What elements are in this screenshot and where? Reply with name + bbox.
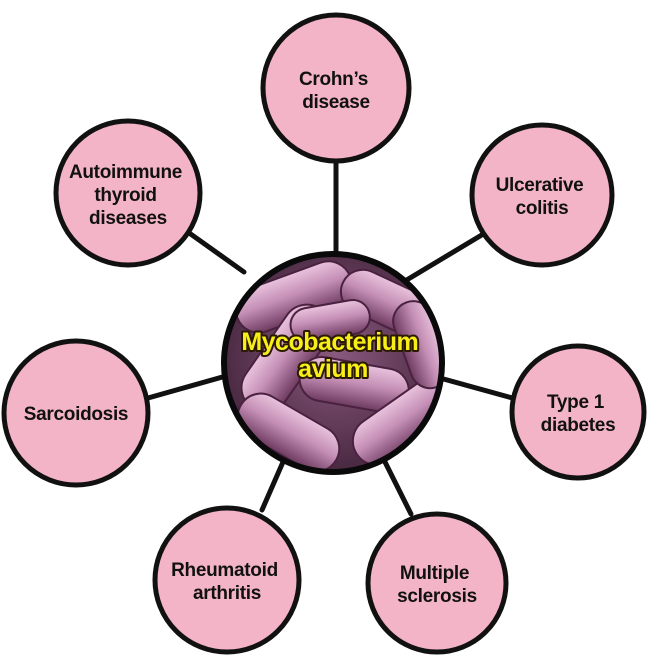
node-label-line: thyroid [94,185,156,206]
node-label-line: Rheumatoid [171,560,278,581]
node-label: Sarcoidosis [24,404,128,425]
node-label-line: Crohn’s [299,69,368,90]
node-multiple-sclerosis: Multiple sclerosis [368,514,506,652]
connector-type1-diabetes [440,378,516,399]
center-label-line: Mycobacterium [241,328,418,356]
center-label-line: avium [298,355,368,383]
node-label-line: arthritis [193,583,261,604]
node-label-line: Sarcoidosis [24,404,128,425]
node-sarcoidosis: Sarcoidosis [4,341,148,485]
node-label-line: diseases [89,208,167,229]
node-label-line: Ulcerative [496,175,584,196]
node-label-line: sclerosis [397,586,477,607]
node-crohns: Crohn’s disease [263,15,409,161]
node-rheumatoid-arthritis: Rheumatoid arthritis [155,508,299,652]
connector-sarcoidosis [148,376,226,398]
connector-autoimmune-thyroid [185,230,244,272]
node-label-line: diabetes [541,415,616,436]
node-ulcerative-colitis: Ulcerative colitis [472,125,612,265]
node-label-line: colitis [516,198,569,219]
node-autoimmune-thyroid: Autoimmune thyroid diseases [56,121,200,265]
connector-ulcerative-colitis [405,233,485,281]
node-label-line: Multiple [400,563,469,584]
node-label-line: disease [302,92,370,113]
center-node-mycobacterium: Mycobacterium avium [220,250,469,480]
node-type1-diabetes: Type 1 diabetes [512,346,644,478]
node-label-line: Autoimmune [69,162,182,183]
node-label-line: Type 1 [547,392,605,413]
